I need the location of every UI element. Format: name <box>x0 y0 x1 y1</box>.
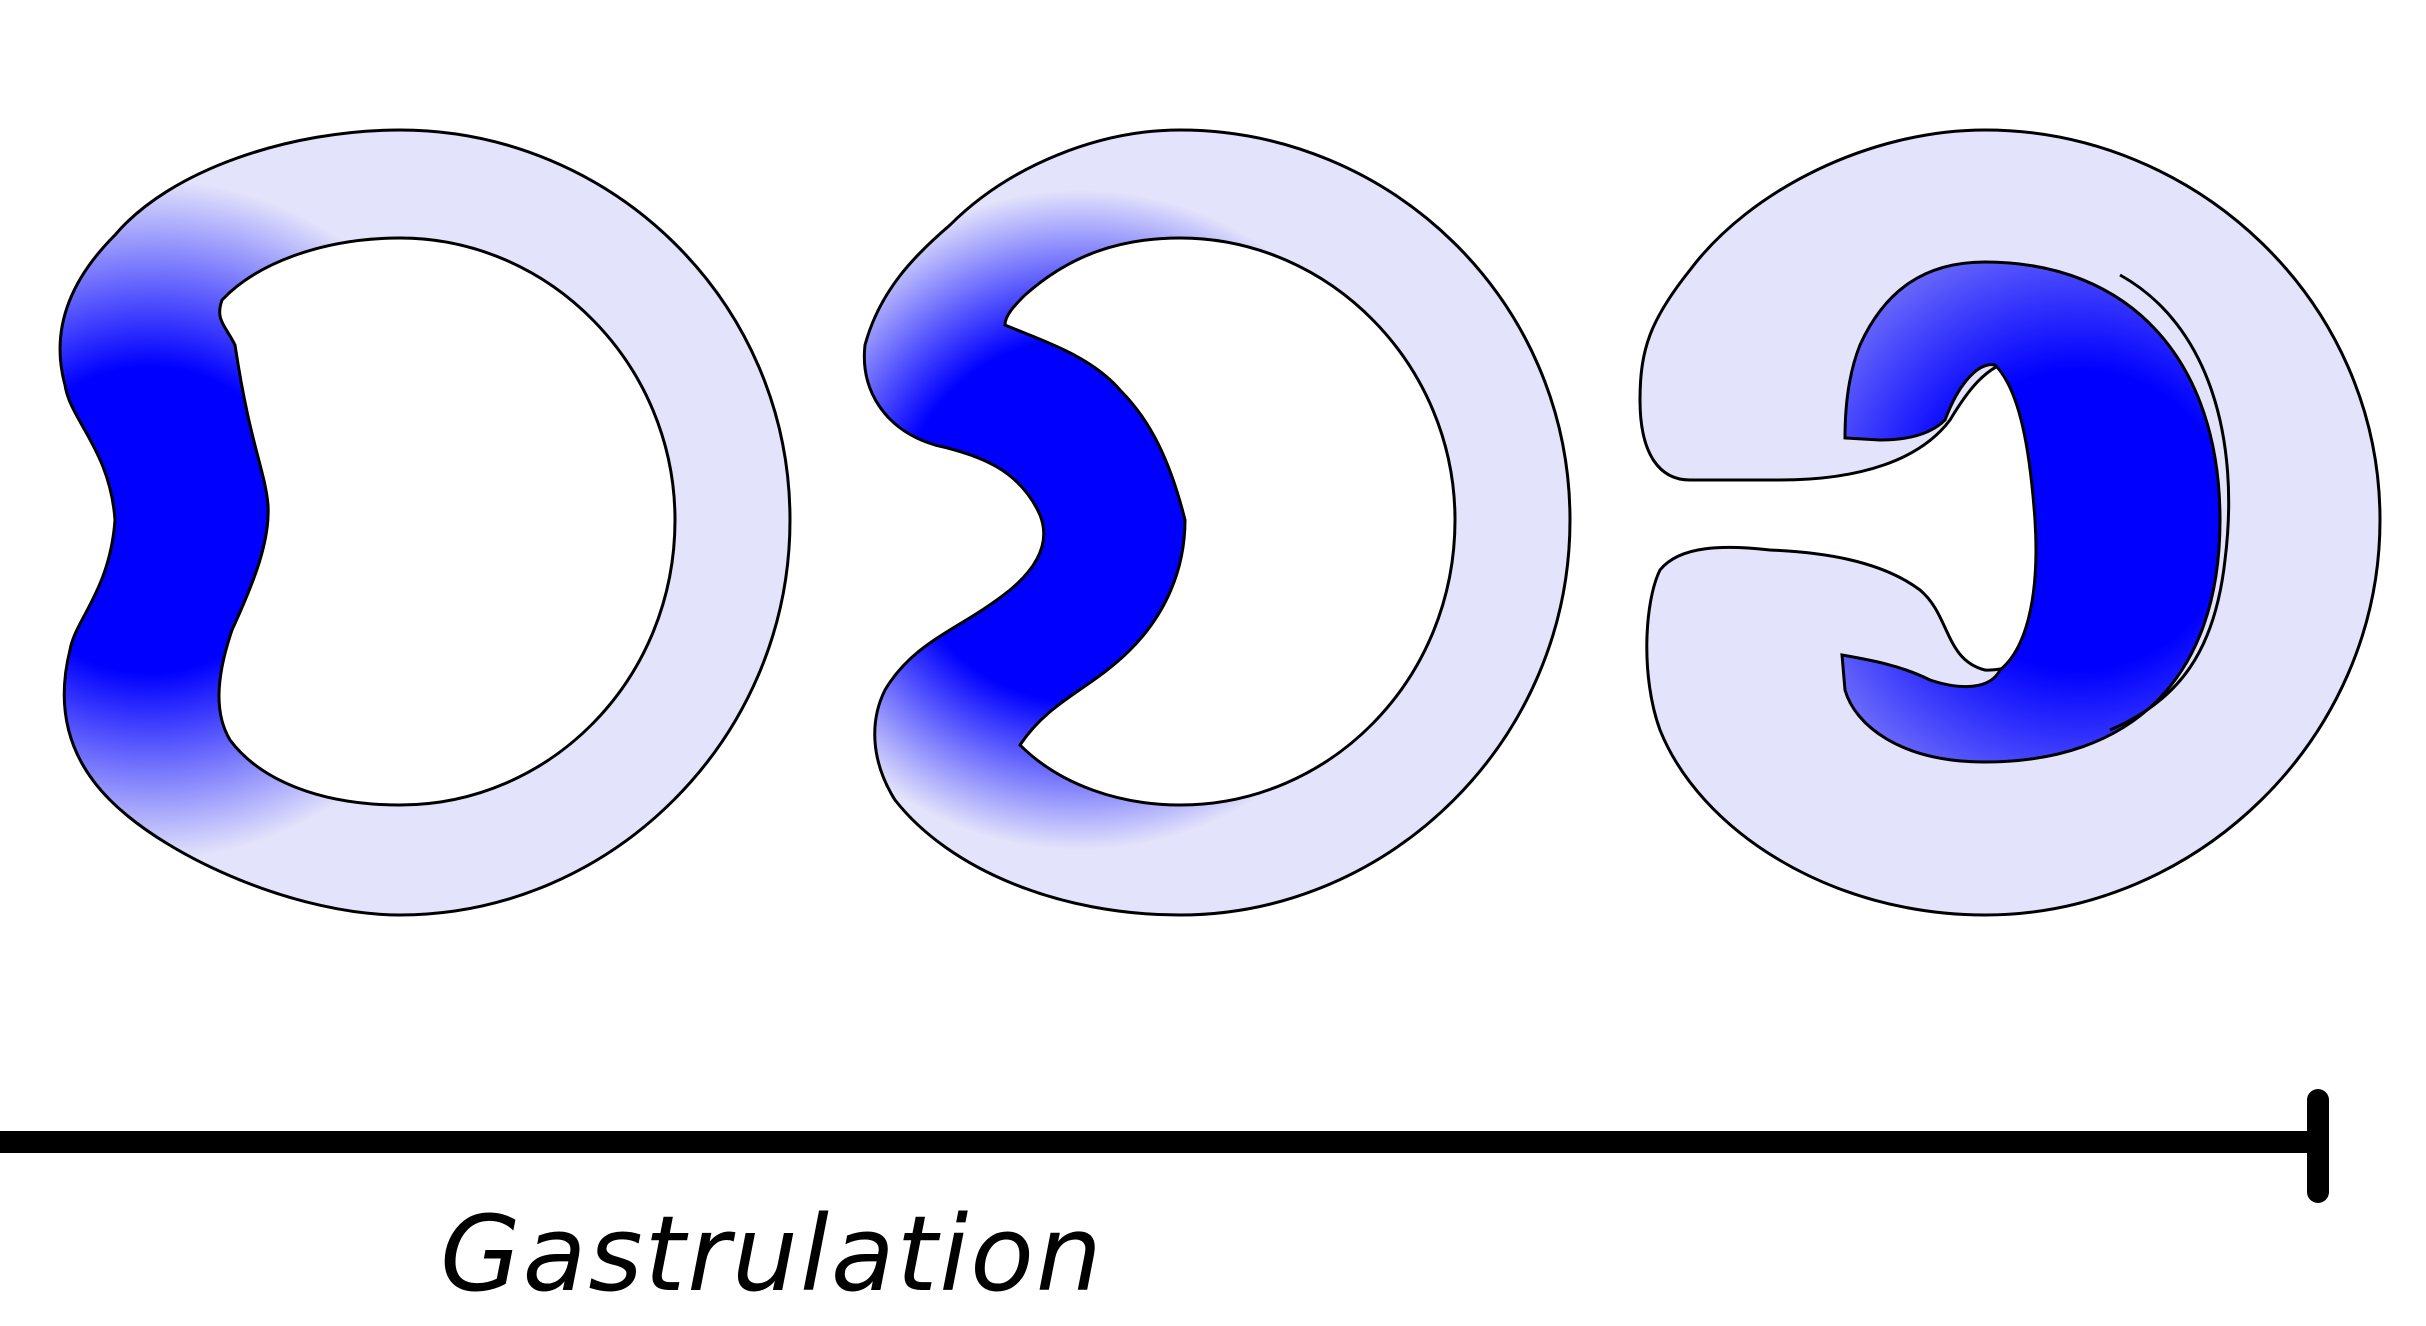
embryo-1-outer-layer <box>58 128 792 917</box>
embryo-2-outer-layer <box>862 128 1572 917</box>
timeline: Gastrulation <box>0 1089 2329 1315</box>
embryo-3-archenteron-endoderm <box>1840 260 2222 764</box>
embryo-3-ectoderm <box>1638 128 2382 917</box>
embryo-stage-3 <box>1638 128 2382 917</box>
embryo-stage-1 <box>58 128 792 917</box>
timeline-label: Gastrulation <box>440 1193 1104 1315</box>
embryo-3-blastocoel-rim <box>2109 273 2231 732</box>
embryo-stage-2 <box>862 128 1572 917</box>
